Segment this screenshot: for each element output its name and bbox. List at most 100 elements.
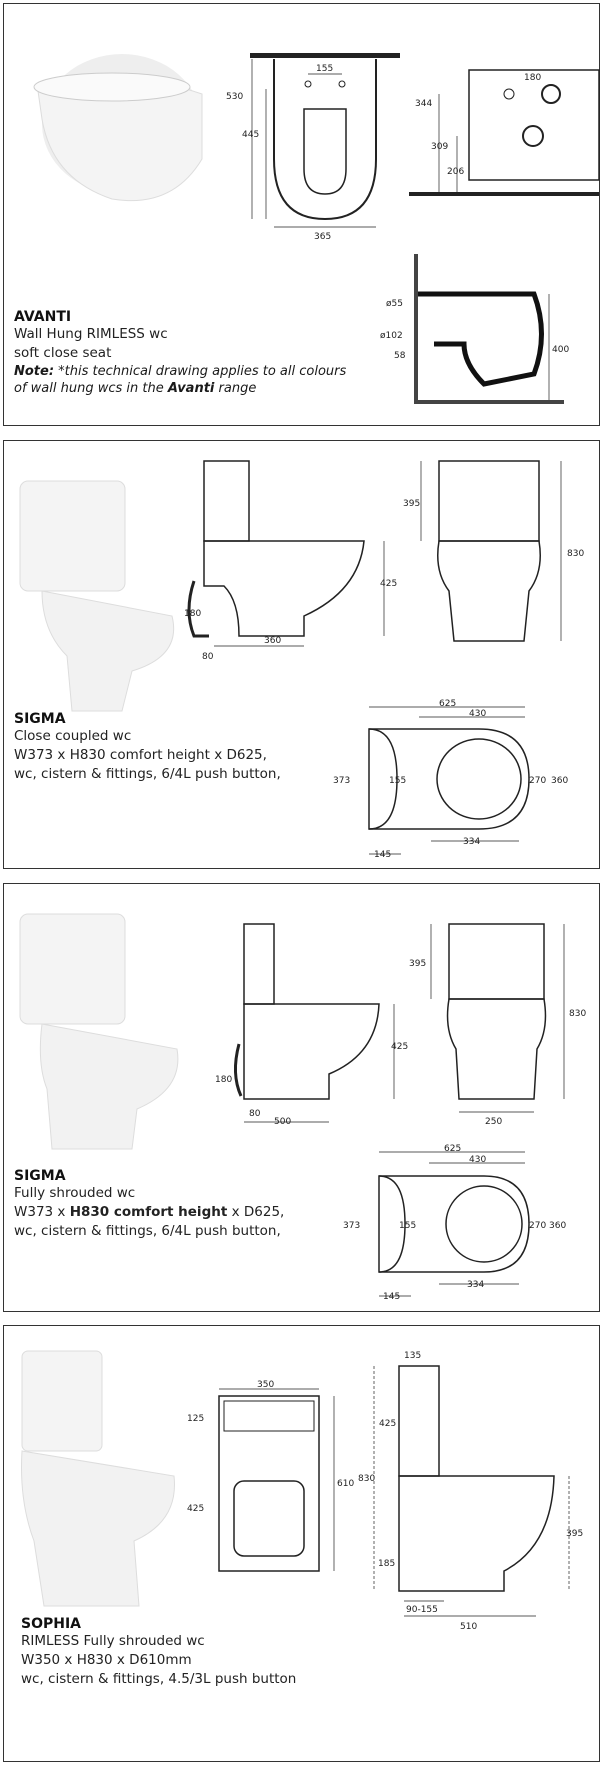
- product-name: SOPHIA: [21, 1616, 82, 1632]
- dim-label: 430: [469, 709, 486, 719]
- spec-text: x D625,: [227, 1204, 285, 1220]
- sigma-front-drawing: 395 830: [403, 460, 584, 642]
- dim-label: 80: [202, 652, 214, 662]
- dim-label: 445: [242, 130, 259, 140]
- dim-label: 155: [399, 1221, 416, 1231]
- dim-label: 360: [551, 776, 568, 786]
- product-description: AVANTI Wall Hung RIMLESS wc soft close s…: [14, 309, 346, 397]
- note-label: Note:: [14, 364, 55, 379]
- product-line: W373 x H830 comfort height x D625,: [14, 1203, 284, 1222]
- product-line: soft close seat: [14, 345, 112, 361]
- dim-label: 206: [447, 167, 464, 177]
- dim-label: 334: [467, 1280, 484, 1290]
- dim-label: 80: [249, 1109, 261, 1119]
- product-line: Close coupled wc: [14, 728, 132, 744]
- dim-label: 145: [374, 850, 391, 860]
- sophia-top-drawing: 350 125 425 610: [187, 1380, 354, 1572]
- product-name: SIGMA: [14, 711, 66, 727]
- dim-label: 180: [184, 609, 201, 619]
- product-panel-sophia: 350 125 425 610 135 425 830 185 395 90-1…: [3, 1325, 600, 1762]
- avanti-section-drawing: 400 ø55 ø102 58: [380, 254, 569, 404]
- dim-label: 425: [380, 579, 397, 589]
- note-text: of wall hung wcs in the: [14, 381, 168, 396]
- sophia-side-drawing: 135 425 830 185 395 90-155 510: [358, 1351, 583, 1632]
- dim-label: 360: [549, 1221, 566, 1231]
- dim-label: 135: [404, 1351, 421, 1361]
- product-description: SIGMA Fully shrouded wc W373 x H830 comf…: [14, 1168, 284, 1241]
- dim-label: 270: [529, 776, 546, 786]
- product-note: of wall hung wcs in the Avanti range: [14, 380, 346, 397]
- dim-label: 625: [444, 1144, 461, 1154]
- dim-label: 500: [274, 1117, 291, 1127]
- product-name: SIGMA: [14, 1168, 66, 1184]
- dim-label: 155: [316, 64, 333, 74]
- avanti-front-drawing: 155 530 445 365: [226, 53, 400, 242]
- sigma-wc-photo: [19, 480, 175, 712]
- sigma-shrouded-plan-drawing: 625 430 373 155 270 360 334 145: [343, 1144, 566, 1302]
- dim-label: 625: [439, 699, 456, 709]
- dim-label: 425: [379, 1419, 396, 1429]
- dim-label: 395: [566, 1529, 583, 1539]
- product-line: wc, cistern & fittings, 6/4L push button…: [14, 1223, 281, 1239]
- dim-label: 334: [463, 837, 480, 847]
- product-line: W373 x H830 comfort height x D625,: [14, 747, 267, 763]
- dim-label: 250: [485, 1117, 502, 1127]
- note-brand: Avanti: [167, 381, 215, 396]
- sigma-shrouded-front-drawing: 395 830 250: [409, 923, 586, 1127]
- dim-label: 145: [383, 1292, 400, 1302]
- dim-label: 309: [431, 142, 448, 152]
- sigma-plan-drawing: 625 430 373 155 270 360 334 145: [333, 699, 568, 860]
- dim-label: 365: [314, 232, 331, 242]
- sigma-side-drawing: 425 180 360 80: [184, 460, 397, 662]
- product-panel-avanti: 155 530 445 365 180 344 309 206 400 ø55 …: [3, 3, 600, 426]
- dim-label: 125: [187, 1414, 204, 1424]
- dim-label: 180: [215, 1075, 232, 1085]
- note-text: range: [214, 381, 257, 396]
- product-panel-sigma-close-coupled: 425 180 360 80 395 830 625 430 373 155 2…: [3, 440, 600, 869]
- product-line: Fully shrouded wc: [14, 1185, 136, 1201]
- dim-label: 830: [358, 1474, 375, 1484]
- dim-label: 830: [569, 1009, 586, 1019]
- product-line: RIMLESS Fully shrouded wc: [21, 1633, 205, 1649]
- dim-label: 430: [469, 1155, 486, 1165]
- dim-label: 270: [529, 1221, 546, 1231]
- avanti-wc-photo: [33, 54, 203, 202]
- dim-label: 395: [409, 959, 426, 969]
- dim-label: 350: [257, 1380, 274, 1390]
- dim-label: 400: [552, 345, 569, 355]
- dim-label: 180: [524, 73, 541, 83]
- sigma-shrouded-photo: [19, 913, 179, 1150]
- sigma-shrouded-side-drawing: 425 180 80 500: [215, 923, 408, 1127]
- product-note: Note: *this technical drawing applies to…: [14, 363, 346, 380]
- dim-label: 373: [333, 776, 350, 786]
- dim-label: 90-155: [406, 1605, 438, 1615]
- dim-label: 510: [460, 1622, 477, 1632]
- dim-label: 425: [391, 1042, 408, 1052]
- dim-label: ø55: [386, 299, 403, 309]
- spec-text: W373 x: [14, 1204, 70, 1220]
- avanti-wall-drawing: 180 344 309 206: [409, 69, 600, 196]
- dim-label: 830: [567, 549, 584, 559]
- sophia-wc-photo: [21, 1350, 175, 1607]
- product-line: W350 x H830 x D610mm: [21, 1652, 192, 1668]
- spec-highlight: H830 comfort height: [69, 1204, 228, 1220]
- dim-label: 344: [415, 99, 432, 109]
- product-line: wc, cistern & fittings, 6/4L push button…: [14, 766, 281, 782]
- dim-label: 610: [337, 1479, 354, 1489]
- dim-label: 530: [226, 92, 243, 102]
- product-line: Wall Hung RIMLESS wc: [14, 326, 168, 342]
- dim-label: 373: [343, 1221, 360, 1231]
- dim-label: 185: [378, 1559, 395, 1569]
- dim-label: 360: [264, 636, 281, 646]
- product-description: SIGMA Close coupled wc W373 x H830 comfo…: [14, 711, 281, 784]
- dim-label: 155: [389, 776, 406, 786]
- dim-label: 58: [394, 351, 406, 361]
- product-description: SOPHIA RIMLESS Fully shrouded wc W350 x …: [21, 1616, 296, 1689]
- product-line: wc, cistern & fittings, 4.5/3L push butt…: [21, 1671, 297, 1687]
- dim-label: 395: [403, 499, 420, 509]
- dim-label: ø102: [380, 331, 403, 341]
- dim-label: 425: [187, 1504, 204, 1514]
- note-text: *this technical drawing applies to all c…: [54, 364, 347, 379]
- product-panel-sigma-fully-shrouded: 425 180 80 500 395 830 250 625 430 373 1…: [3, 883, 600, 1312]
- product-name: AVANTI: [14, 309, 72, 325]
